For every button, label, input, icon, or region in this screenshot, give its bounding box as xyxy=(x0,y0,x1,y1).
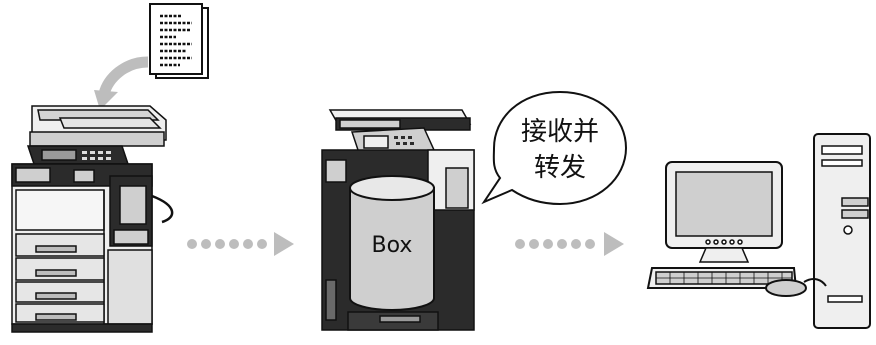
flow-dot xyxy=(571,239,581,249)
flow-dot xyxy=(201,239,211,249)
flow-arrow-2 xyxy=(515,232,624,256)
speech-bubble xyxy=(481,90,628,206)
flow-dot xyxy=(243,239,253,249)
flow-dot xyxy=(515,239,525,249)
curved-arrow-icon xyxy=(94,56,149,110)
box-mfp-printer xyxy=(321,109,475,331)
bubble-line-2: 转发 xyxy=(534,153,586,183)
flow-dot xyxy=(187,239,197,249)
box-label: Box xyxy=(372,233,413,258)
flow-dot xyxy=(215,239,225,249)
flow-dot xyxy=(585,239,595,249)
flow-dot xyxy=(543,239,553,249)
flow-dot xyxy=(257,239,267,249)
box-storage-cylinder xyxy=(349,175,435,311)
flow-dot xyxy=(557,239,567,249)
flow-arrowhead xyxy=(274,232,294,256)
source-mfp-printer xyxy=(11,105,174,333)
flow-dot xyxy=(529,239,539,249)
flow-dot xyxy=(229,239,239,249)
flow-arrowhead xyxy=(604,232,624,256)
desktop-computer-icon xyxy=(646,133,871,329)
flow-arrow-1 xyxy=(187,232,294,256)
document-icon xyxy=(149,3,209,79)
bubble-line-1: 接收并 xyxy=(521,117,599,147)
